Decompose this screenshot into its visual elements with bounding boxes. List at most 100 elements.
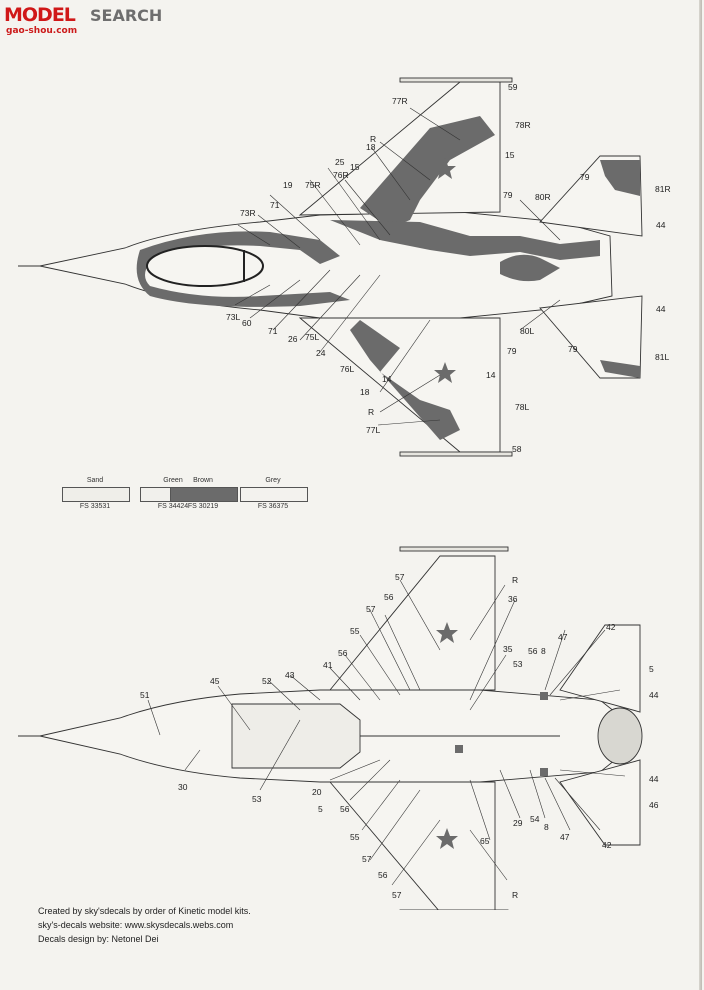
top-wing-lower	[298, 317, 501, 453]
label-79: 79	[580, 172, 590, 182]
label-56: 56	[384, 592, 394, 602]
swatch-name-grey: Grey	[265, 477, 281, 484]
swatch-grey	[240, 487, 308, 502]
label-56: 56	[528, 646, 538, 656]
label-80R: 80R	[535, 192, 551, 202]
label-54: 54	[530, 814, 540, 824]
bottom-star-lower	[436, 828, 458, 849]
label-57: 57	[366, 604, 376, 614]
label-R: R	[512, 575, 518, 585]
top-camo-wing-lower	[350, 320, 460, 440]
label-36: 36	[508, 594, 518, 604]
label-5: 5	[318, 804, 323, 814]
label-44: 44	[656, 304, 666, 314]
label-75L: 75L	[305, 332, 319, 342]
label-35: 35	[503, 644, 513, 654]
label-24: 24	[316, 348, 326, 358]
label-73L: 73L	[226, 312, 240, 322]
label-79: 79	[503, 190, 513, 200]
top-camo-wing-upper	[360, 116, 495, 228]
label-46: 46	[649, 800, 659, 810]
label-71: 71	[268, 326, 278, 336]
bottom-star-upper	[436, 622, 458, 643]
credits-line-3: Decals design by: Netonel Dei	[38, 934, 159, 944]
swatch-name-sand: Sand	[86, 477, 104, 484]
top-camo-nose-patch	[136, 231, 350, 307]
bottom-view-drawing: 57 R 57 56 36 55 35 56 41 53 56 47 42 8 …	[18, 546, 659, 910]
top-camo-tail-lower	[600, 360, 640, 378]
label-71: 71	[270, 200, 280, 210]
credits-line-2: sky's-decals website: www.skysdecals.web…	[38, 920, 234, 930]
label-14: 14	[486, 370, 496, 380]
swatch-fs-grey: FS 36375	[257, 503, 289, 510]
watermark-url: gao-shou.com	[6, 26, 78, 36]
label-55: 55	[350, 626, 360, 636]
bottom-engine-nozzle	[597, 707, 643, 765]
label-73R: 73R	[240, 208, 256, 218]
label-51: 51	[140, 690, 150, 700]
top-camo-tail-upper	[600, 160, 640, 196]
label-42: 42	[602, 840, 612, 850]
credits-block: Created by sky'sdecals by order of Kinet…	[38, 904, 251, 946]
label-8: 8	[544, 822, 549, 832]
label-52: 52	[262, 676, 272, 686]
label-59: 59	[508, 82, 518, 92]
label-20: 20	[312, 787, 322, 797]
label-14: 14	[382, 374, 392, 384]
label-R: R	[368, 407, 374, 417]
swatch-name-brown: Brown	[193, 477, 213, 484]
label-42: 42	[606, 622, 616, 632]
watermark-logo: MODEL SEARCH gao-shou.com	[4, 2, 204, 38]
label-18: 18	[360, 387, 370, 397]
top-camo-fuselage-stripe	[330, 220, 600, 260]
swatch-fs-brown: FS 30219	[187, 503, 219, 510]
watermark-search-text: SEARCH	[90, 6, 163, 25]
swatch-sand	[62, 487, 130, 502]
bottom-wing-upper	[329, 555, 496, 691]
label-79: 79	[507, 346, 517, 356]
page-edge	[699, 0, 702, 990]
label-55: 55	[350, 832, 360, 842]
label-41: 41	[323, 660, 333, 670]
label-57: 57	[362, 854, 372, 864]
label-44: 44	[649, 690, 659, 700]
label-56: 56	[338, 648, 348, 658]
swatch-fs-sand: FS 33531	[79, 503, 111, 510]
label-81R: 81R	[655, 184, 671, 194]
label-45: 45	[210, 676, 220, 686]
swatch-brown	[170, 487, 238, 502]
label-26: 26	[288, 334, 298, 344]
label-58: 58	[512, 444, 522, 454]
label-57: 57	[392, 890, 402, 900]
watermark-logo-text: MODEL	[4, 4, 76, 26]
label-8: 8	[541, 646, 546, 656]
label-29: 29	[513, 818, 523, 828]
label-R: R	[512, 890, 518, 900]
label-80L: 80L	[520, 326, 534, 336]
top-canopy	[146, 245, 264, 287]
top-star-lower	[434, 362, 456, 383]
label-77R: 77R	[392, 96, 408, 106]
label-47: 47	[560, 832, 570, 842]
label-77L: 77L	[366, 425, 380, 435]
label-19: 19	[283, 180, 293, 190]
top-star-upper	[434, 158, 456, 179]
label-15: 15	[350, 162, 360, 172]
credits-line-1: Created by sky'sdecals by order of Kinet…	[38, 906, 251, 916]
label-15: 15	[505, 150, 515, 160]
top-view-drawing: 59 77R 78R R 18 15 15 25 76R 75R 19 71 7…	[18, 77, 671, 457]
top-camo-engine	[500, 254, 560, 282]
label-47: 47	[558, 632, 568, 642]
swatch-fs-green: FS 34424	[157, 503, 189, 510]
swatch-name-green: Green	[163, 477, 183, 484]
label-57: 57	[395, 572, 405, 582]
label-53: 53	[252, 794, 262, 804]
label-76R: 76R	[333, 170, 349, 180]
label-44: 44	[649, 774, 659, 784]
label-18: 18	[366, 142, 376, 152]
label-75R: 75R	[305, 180, 321, 190]
label-81L: 81L	[655, 352, 669, 362]
label-79: 79	[568, 344, 578, 354]
label-R: R	[370, 134, 376, 144]
bottom-wing-lower	[329, 781, 496, 910]
